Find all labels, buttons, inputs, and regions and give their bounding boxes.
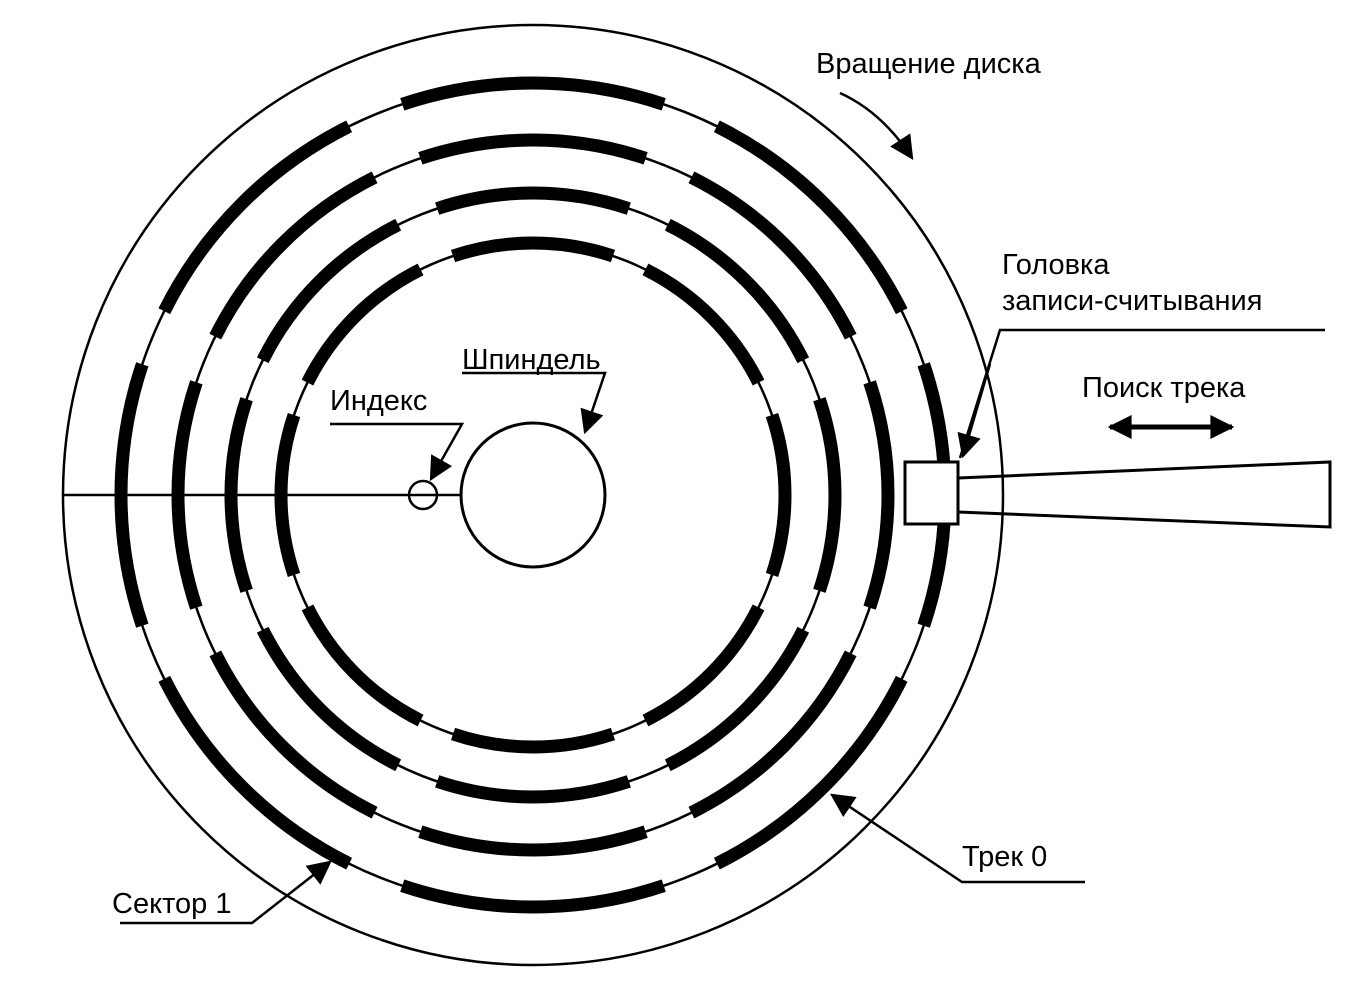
index-hole xyxy=(407,479,439,511)
track-3-sector-2 xyxy=(450,727,616,754)
track-0-sector-6 xyxy=(400,76,666,111)
track-0-sector-3 xyxy=(158,675,353,870)
track-3-sector-0 xyxy=(765,412,792,578)
track-1-sector-2 xyxy=(418,825,648,857)
head-arm xyxy=(957,460,1332,529)
rotation-arrow xyxy=(839,91,914,161)
head-leader-line xyxy=(958,328,1325,459)
track-1-sector-5 xyxy=(209,171,378,340)
track-3-sector-7 xyxy=(642,263,765,386)
track-3-sector-5 xyxy=(301,263,424,386)
track-3-sector-1 xyxy=(642,604,765,727)
track-1-sector-3 xyxy=(209,650,378,819)
track-2-sector-2 xyxy=(435,775,631,804)
head-label-line1: Головка xyxy=(1002,249,1110,281)
index-label: Индекс xyxy=(330,385,427,417)
track0-leader-line xyxy=(830,793,1085,884)
track-3-sector-3 xyxy=(301,604,424,727)
track-2-sector-3 xyxy=(256,626,402,772)
tracks-group xyxy=(114,76,952,914)
spindle-circle xyxy=(459,421,607,569)
sector1-label: Сектор 1 xyxy=(112,888,231,920)
read-write-head xyxy=(903,460,960,526)
track0-label: Трек 0 xyxy=(962,841,1047,873)
spindle-label: Шпиндель xyxy=(462,344,601,376)
track-1-sector-1 xyxy=(688,650,857,819)
track-2-sector-5 xyxy=(256,218,402,364)
index-leader-line xyxy=(330,422,465,482)
track-2-sector-1 xyxy=(664,626,810,772)
head-leader-arrow xyxy=(957,363,992,459)
sector1-leader-line xyxy=(120,860,332,925)
track-0-sector-5 xyxy=(158,120,353,315)
track-0-sector-2 xyxy=(400,879,666,914)
track-3-sector-6 xyxy=(450,236,616,263)
track-0-sector-7 xyxy=(713,120,908,315)
track-1-sector-6 xyxy=(418,133,648,165)
track-1-sector-0 xyxy=(863,380,895,610)
track-2-sector-7 xyxy=(664,218,810,364)
track-0-sector-1 xyxy=(713,675,908,870)
track-seek-label: Поиск трека xyxy=(1082,372,1246,404)
track-2-sector-6 xyxy=(435,186,631,215)
track-1-sector-7 xyxy=(688,171,857,340)
track-2-sector-0 xyxy=(813,397,842,593)
rotation-label: Вращение диска xyxy=(816,48,1042,80)
head-label-line2: записи-считывания xyxy=(1002,285,1262,317)
spindle-leader-line xyxy=(462,371,607,435)
